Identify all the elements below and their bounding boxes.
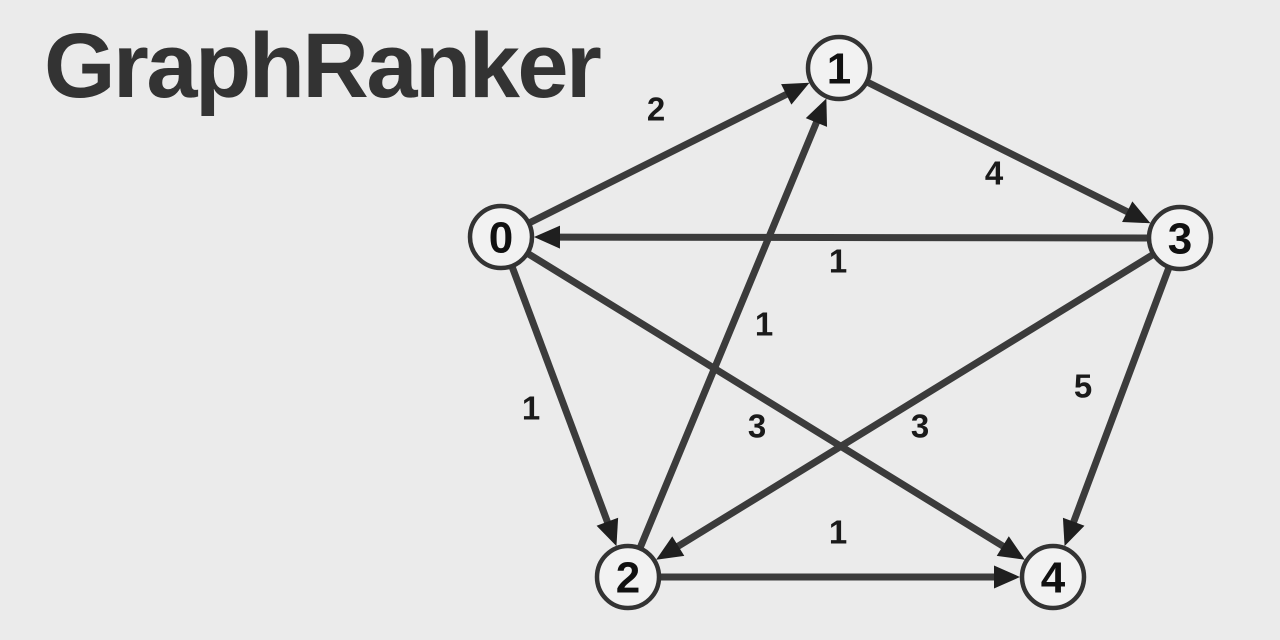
arrowhead-icon [1062,517,1085,547]
app-title: GraphRanker [44,15,602,117]
arrowhead-icon [533,225,561,249]
graph-edge [636,115,822,551]
arrowhead-icon [656,536,685,560]
arrowhead-icon [1122,201,1151,224]
edge-weight-label: 3 [748,408,766,445]
edge-weight-label: 2 [647,91,665,128]
graph-node [805,34,873,102]
edge-weight-label: 1 [522,390,540,427]
graph-edge [553,233,1151,242]
graph-node [1146,204,1214,272]
edge-weight-label: 1 [755,306,773,343]
arrowhead-icon [596,517,619,547]
graph-edge [524,249,1010,553]
graph-edge [508,263,613,529]
arrowhead-icon [805,98,828,127]
graph-node-label: 0 [489,214,513,263]
graph-edge [864,78,1135,218]
edge-weight-label: 3 [911,408,929,445]
edge-weight-label: 1 [829,243,847,280]
edge-weight-label: 5 [1074,368,1092,405]
graph-edge [1068,264,1173,529]
graph-node [467,203,535,271]
graph-node-label: 1 [827,45,851,94]
graph-node-label: 3 [1168,215,1192,264]
graph-edge [671,250,1157,553]
graph-node-label: 2 [616,554,640,603]
edge-weight-label: 4 [985,155,1004,192]
graph-node [1019,543,1087,611]
graph-edge [526,88,794,227]
graph-node [594,543,662,611]
arrowhead-icon [996,536,1025,560]
graph-node-label: 4 [1041,554,1066,603]
arrowhead-icon [994,565,1020,589]
arrowhead-icon [781,82,810,105]
edge-weight-label: 1 [829,514,847,551]
